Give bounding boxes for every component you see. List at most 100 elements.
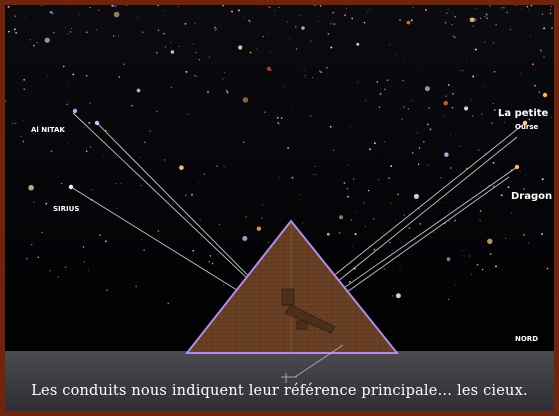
star xyxy=(551,28,552,29)
star xyxy=(320,71,322,73)
star xyxy=(270,70,271,71)
star xyxy=(172,167,173,168)
star xyxy=(400,266,401,267)
star xyxy=(23,89,24,90)
star xyxy=(37,42,38,43)
star xyxy=(399,19,401,21)
star xyxy=(450,167,452,169)
star xyxy=(38,257,39,258)
star xyxy=(250,21,251,22)
star xyxy=(270,51,271,52)
star xyxy=(174,14,175,15)
star xyxy=(296,48,298,50)
star xyxy=(508,186,510,188)
star xyxy=(68,81,69,82)
star xyxy=(472,76,474,78)
star xyxy=(374,142,376,144)
star xyxy=(279,177,280,178)
star xyxy=(313,174,314,175)
star xyxy=(199,59,201,61)
star xyxy=(26,258,27,259)
star xyxy=(502,7,503,8)
star xyxy=(224,72,225,73)
star xyxy=(551,117,552,118)
star xyxy=(484,16,485,17)
star xyxy=(448,9,449,10)
star xyxy=(113,35,114,36)
star xyxy=(91,189,92,190)
star xyxy=(550,13,552,15)
star xyxy=(479,220,480,221)
star xyxy=(310,41,311,42)
star xyxy=(64,6,65,7)
star xyxy=(178,6,179,7)
star xyxy=(356,43,359,46)
star xyxy=(103,155,104,156)
star xyxy=(364,203,365,204)
star xyxy=(425,86,430,91)
star xyxy=(131,105,133,107)
star xyxy=(278,123,280,125)
star xyxy=(376,81,378,83)
star xyxy=(504,122,505,123)
star xyxy=(231,11,233,13)
star xyxy=(292,177,294,179)
star xyxy=(72,74,74,76)
kings-chamber xyxy=(282,289,294,305)
star xyxy=(351,18,352,19)
star xyxy=(243,97,249,103)
star xyxy=(344,14,346,16)
star xyxy=(493,186,494,187)
star xyxy=(268,242,269,243)
star xyxy=(23,120,24,121)
star xyxy=(523,188,524,189)
star xyxy=(238,9,240,11)
star xyxy=(119,76,120,77)
star xyxy=(453,35,455,37)
star xyxy=(98,9,100,11)
star xyxy=(455,285,456,286)
star xyxy=(216,165,217,166)
star xyxy=(198,182,199,183)
star xyxy=(411,19,413,21)
star xyxy=(164,10,165,11)
star xyxy=(452,12,453,13)
star xyxy=(306,77,307,78)
star xyxy=(14,29,16,31)
star xyxy=(164,159,165,160)
star xyxy=(301,26,305,30)
star xyxy=(451,24,452,25)
star xyxy=(226,262,227,263)
star xyxy=(357,211,358,212)
star xyxy=(409,227,411,229)
star xyxy=(68,143,69,144)
star xyxy=(86,31,88,33)
star xyxy=(412,7,413,8)
star xyxy=(446,12,447,13)
star xyxy=(551,6,552,7)
star xyxy=(495,24,496,25)
highlight-star xyxy=(543,93,547,97)
star xyxy=(443,116,444,117)
star xyxy=(41,5,42,6)
star xyxy=(339,232,341,234)
star xyxy=(208,52,209,53)
star xyxy=(192,250,194,252)
star xyxy=(11,37,12,38)
star xyxy=(292,109,293,110)
star xyxy=(117,208,118,209)
star xyxy=(194,75,195,76)
star xyxy=(510,29,511,30)
star xyxy=(397,194,399,196)
star xyxy=(141,185,142,186)
star xyxy=(28,185,34,191)
star xyxy=(511,212,512,213)
star xyxy=(528,9,529,10)
star xyxy=(454,220,456,222)
star xyxy=(242,236,247,241)
star xyxy=(541,233,543,235)
ground xyxy=(5,351,554,411)
star xyxy=(419,223,421,225)
star xyxy=(388,177,390,179)
star xyxy=(404,215,405,216)
